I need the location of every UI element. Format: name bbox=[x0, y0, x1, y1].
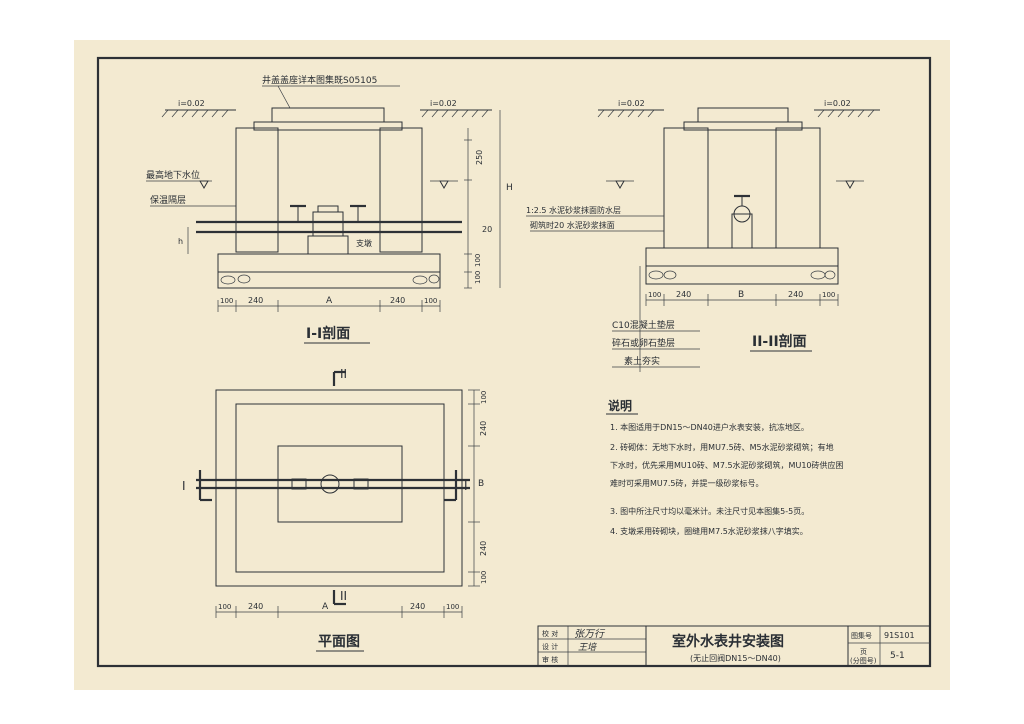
slope-right-label-2: i=0.02 bbox=[824, 99, 851, 108]
section-II-II: i=0.02 i=0.02 1:2.5 水泥砂浆抹面防水层 砌筑时20 水泥砂浆… bbox=[526, 99, 880, 372]
section-I-I: i=0.02 i=0.02 井盖盖座详本图集既S05105 支墩 最高地下水位 bbox=[146, 74, 513, 344]
drawing-border bbox=[96, 56, 932, 668]
bottom-dim-2-3: B bbox=[738, 290, 744, 300]
cut-mark-II-top: II bbox=[340, 367, 347, 381]
plan-right-dim-1: 100 bbox=[480, 391, 488, 404]
note-line-2: 2. 砖砌体：无地下水时，用MU7.5砖、M5水泥砂浆砌筑；有地 bbox=[610, 442, 834, 452]
support-pier bbox=[307, 235, 349, 255]
bottom-dim-3: A bbox=[326, 296, 333, 306]
dim-H: H bbox=[506, 183, 513, 193]
plan-bottom-dim-1: 100 bbox=[218, 603, 231, 611]
dim-100b: 100 bbox=[474, 271, 482, 284]
plan-right-dim-3: B bbox=[478, 479, 484, 489]
page-sub-label: (分图号) bbox=[850, 656, 877, 665]
note-line-5: 3. 图中所注尺寸均以毫米计。未注尺寸见本图集5-5页。 bbox=[610, 506, 809, 516]
section-I-title: I-I剖面 bbox=[306, 325, 350, 342]
plan-bottom-dim-5: 100 bbox=[446, 603, 459, 611]
tb-row-2: 设 计 bbox=[542, 642, 558, 651]
right-wall bbox=[379, 127, 423, 253]
signature-1: 张万行 bbox=[574, 628, 606, 640]
gravel-base bbox=[217, 271, 441, 289]
plan-bottom-dim-4: 240 bbox=[410, 602, 425, 611]
plan-right-dim-5: 100 bbox=[480, 571, 488, 584]
cut-mark-I-left: I bbox=[182, 479, 186, 493]
layer-label-3: 素土夯实 bbox=[624, 355, 660, 367]
waterproof-label: 保温隔层 bbox=[150, 194, 186, 206]
bottom-dim-2-5: 100 bbox=[822, 291, 835, 299]
atlas-number: 91S101 bbox=[884, 631, 915, 640]
signature-2: 王培 bbox=[578, 642, 597, 653]
dim-100a: 100 bbox=[474, 254, 482, 267]
mortar-label-1: 1:2.5 水泥砂浆抹面防水层 bbox=[526, 205, 621, 215]
slope-right-label: i=0.02 bbox=[430, 99, 457, 108]
bottom-dim-1: 100 bbox=[220, 297, 233, 305]
page-number: 5-1 bbox=[890, 651, 905, 661]
slope-left-label: i=0.02 bbox=[178, 99, 205, 108]
page-label: 页 bbox=[860, 648, 867, 656]
bottom-dim-2-2: 240 bbox=[676, 290, 691, 299]
dim-h: h bbox=[178, 237, 183, 246]
plan-bottom-dim-3: A bbox=[322, 602, 329, 612]
plan-title: 平面图 bbox=[318, 634, 360, 650]
groundwater-label: 最高地下水位 bbox=[146, 169, 200, 181]
mortar-label-2: 砌筑时20 水泥砂浆抹面 bbox=[530, 220, 615, 230]
notes-block: 说明 1. 本图适用于DN15～DN40进户水表安装，抗冻地区。 2. 砖砌体：… bbox=[606, 398, 844, 536]
bottom-dim-5: 100 bbox=[424, 297, 437, 305]
plan-view: II I I II 100 240 B 240 100 bbox=[182, 367, 488, 652]
note-line-3: 下水时，优先采用MU10砖、M7.5水泥砂浆砌筑，MU10砖供应困 bbox=[610, 460, 844, 470]
note-line-4: 难时可采用MU7.5砖，并提一级砂浆标号。 bbox=[610, 478, 763, 488]
bottom-dim-4: 240 bbox=[390, 296, 405, 305]
plan-bottom-dim-2: 240 bbox=[248, 602, 263, 611]
notes-heading: 说明 bbox=[608, 398, 632, 413]
layer-label-2: 碎石或卵石垫层 bbox=[612, 337, 675, 349]
support-pier-label: 支墩 bbox=[356, 238, 372, 248]
cut-mark-I-right: I bbox=[464, 479, 468, 493]
note-line-1: 1. 本图适用于DN15～DN40进户水表安装，抗冻地区。 bbox=[610, 422, 809, 432]
slope-left-label-2: i=0.02 bbox=[618, 99, 645, 108]
cut-mark-II-bottom: II bbox=[340, 589, 347, 603]
bottom-dim-2-1: 100 bbox=[648, 291, 661, 299]
bottom-dim-2-4: 240 bbox=[788, 290, 803, 299]
atlas-label: 图集号 bbox=[851, 631, 872, 640]
plan-right-dim-4: 240 bbox=[479, 541, 488, 556]
plan-chamber bbox=[277, 445, 403, 523]
drawing-sub-title: (无止回阀DN15～DN40) bbox=[690, 653, 781, 663]
tb-row-1: 校 对 bbox=[542, 629, 558, 638]
paper bbox=[74, 40, 950, 690]
dim-note-right: 20 bbox=[482, 225, 492, 234]
drawing-main-title: 室外水表井安装图 bbox=[672, 633, 784, 650]
section-II-title: II-II剖面 bbox=[752, 333, 807, 350]
gravel-base-2 bbox=[645, 265, 839, 285]
plan-meter bbox=[320, 474, 340, 494]
bottom-dim-2: 240 bbox=[248, 296, 263, 305]
note-line-6: 4. 支墩采用砖砌块，圈缝用M7.5水泥砂浆抹八字填实。 bbox=[610, 526, 808, 536]
dim-250: 250 bbox=[475, 150, 484, 165]
tb-row-3: 审 核 bbox=[542, 655, 558, 664]
plan-right-dim-2: 240 bbox=[479, 421, 488, 436]
left-wall bbox=[235, 127, 279, 253]
layer-label-1: C10混凝土垫层 bbox=[612, 319, 675, 331]
cover-seat-label: 井盖盖座详本图集既S05105 bbox=[262, 74, 377, 86]
title-block: 校 对 设 计 审 核 张万行 王培 室外水表井安装图 (无止回阀DN15～DN… bbox=[537, 625, 931, 667]
